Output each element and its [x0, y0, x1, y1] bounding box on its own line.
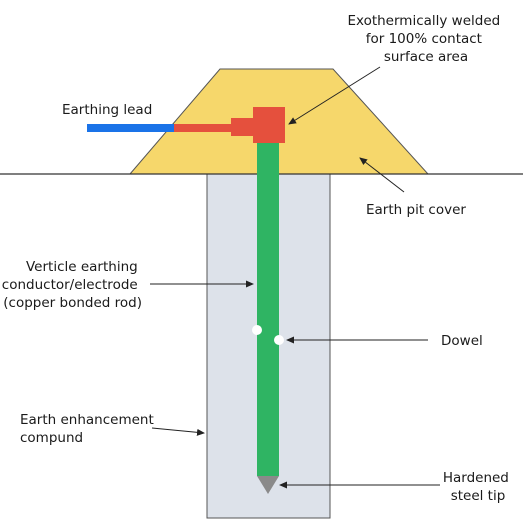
- arrow-pit-cover: [359, 157, 405, 193]
- earthing-lead-blue: [87, 124, 175, 132]
- arrow-weld: [288, 66, 381, 125]
- weld-block: [253, 107, 285, 143]
- label-electrode: Verticle earthing conductor/electrode (c…: [2, 259, 142, 311]
- dowel-notch-left: [252, 325, 262, 335]
- lead-clamp: [231, 118, 255, 136]
- label-welded: Exothermically welded for 100% contact s…: [347, 13, 504, 65]
- arrow-enhancement: [151, 427, 205, 436]
- electrode-rod: [257, 140, 279, 476]
- label-earthing-lead: Earthing lead: [62, 102, 152, 118]
- earthing-lead-red: [174, 124, 234, 132]
- dowel-notch-right: [274, 335, 284, 345]
- label-tip: Hardened steel tip: [443, 470, 513, 504]
- label-pit-cover: Earth pit cover: [366, 202, 466, 218]
- steel-tip: [257, 476, 279, 494]
- label-enhancement: Earth enhancement compund: [20, 412, 158, 446]
- label-dowel: Dowel: [441, 333, 483, 349]
